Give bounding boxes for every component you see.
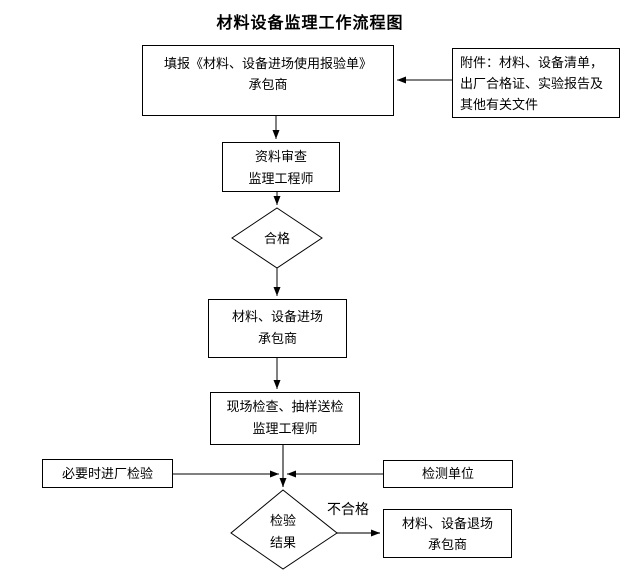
decision-result-line2: 结果 (269, 535, 296, 550)
node-material-entry-line1: 材料、设备进场 (231, 309, 323, 324)
decision-qualified-label: 合格 (263, 231, 290, 246)
decision-qualified-shape (231, 207, 323, 269)
decision-result-label: 检验 结果 (243, 510, 323, 554)
node-attachment-line1: 附件：材料、设备清单， (460, 55, 604, 70)
node-site-check-line1: 现场检查、抽样送检 (226, 399, 344, 414)
node-material-entry: 材料、设备进场 承包商 (208, 299, 347, 358)
edge-label-unqualified: 不合格 (327, 501, 369, 517)
node-material-exit-line2: 承包商 (427, 537, 467, 552)
decision-result-shape (230, 489, 338, 570)
node-factory-inspection-label: 必要时进厂检验 (61, 466, 153, 481)
node-attachment-line3: 其他有关文件 (460, 97, 539, 112)
node-attachment: 附件：材料、设备清单， 出厂合格证、实验报告及 其他有关文件 (452, 48, 620, 118)
node-material-exit: 材料、设备退场 承包商 (383, 509, 512, 558)
decision-result-line1: 检验 (269, 513, 296, 528)
node-factory-inspection: 必要时进厂检验 (42, 459, 173, 488)
node-material-exit-line1: 材料、设备退场 (401, 516, 493, 531)
node-fill-report-line1: 填报《材料、设备进场使用报验单》 (163, 56, 372, 71)
node-site-check: 现场检查、抽样送检 监理工程师 (210, 392, 360, 445)
node-data-review-line2: 监理工程师 (248, 171, 314, 186)
page-title: 材料设备监理工作流程图 (216, 15, 404, 32)
node-testing-unit-label: 检测单位 (421, 466, 474, 481)
node-material-entry-line2: 承包商 (257, 331, 297, 346)
node-data-review: 资料审查 监理工程师 (222, 142, 340, 192)
node-fill-report-line2: 承包商 (248, 77, 288, 92)
node-fill-report: 填报《材料、设备进场使用报验单》 承包商 (142, 45, 394, 116)
node-testing-unit: 检测单位 (383, 460, 513, 488)
node-site-check-line2: 监理工程师 (252, 421, 318, 436)
node-data-review-line1: 资料审查 (254, 149, 307, 164)
node-attachment-line2: 出厂合格证、实验报告及 (460, 76, 604, 91)
